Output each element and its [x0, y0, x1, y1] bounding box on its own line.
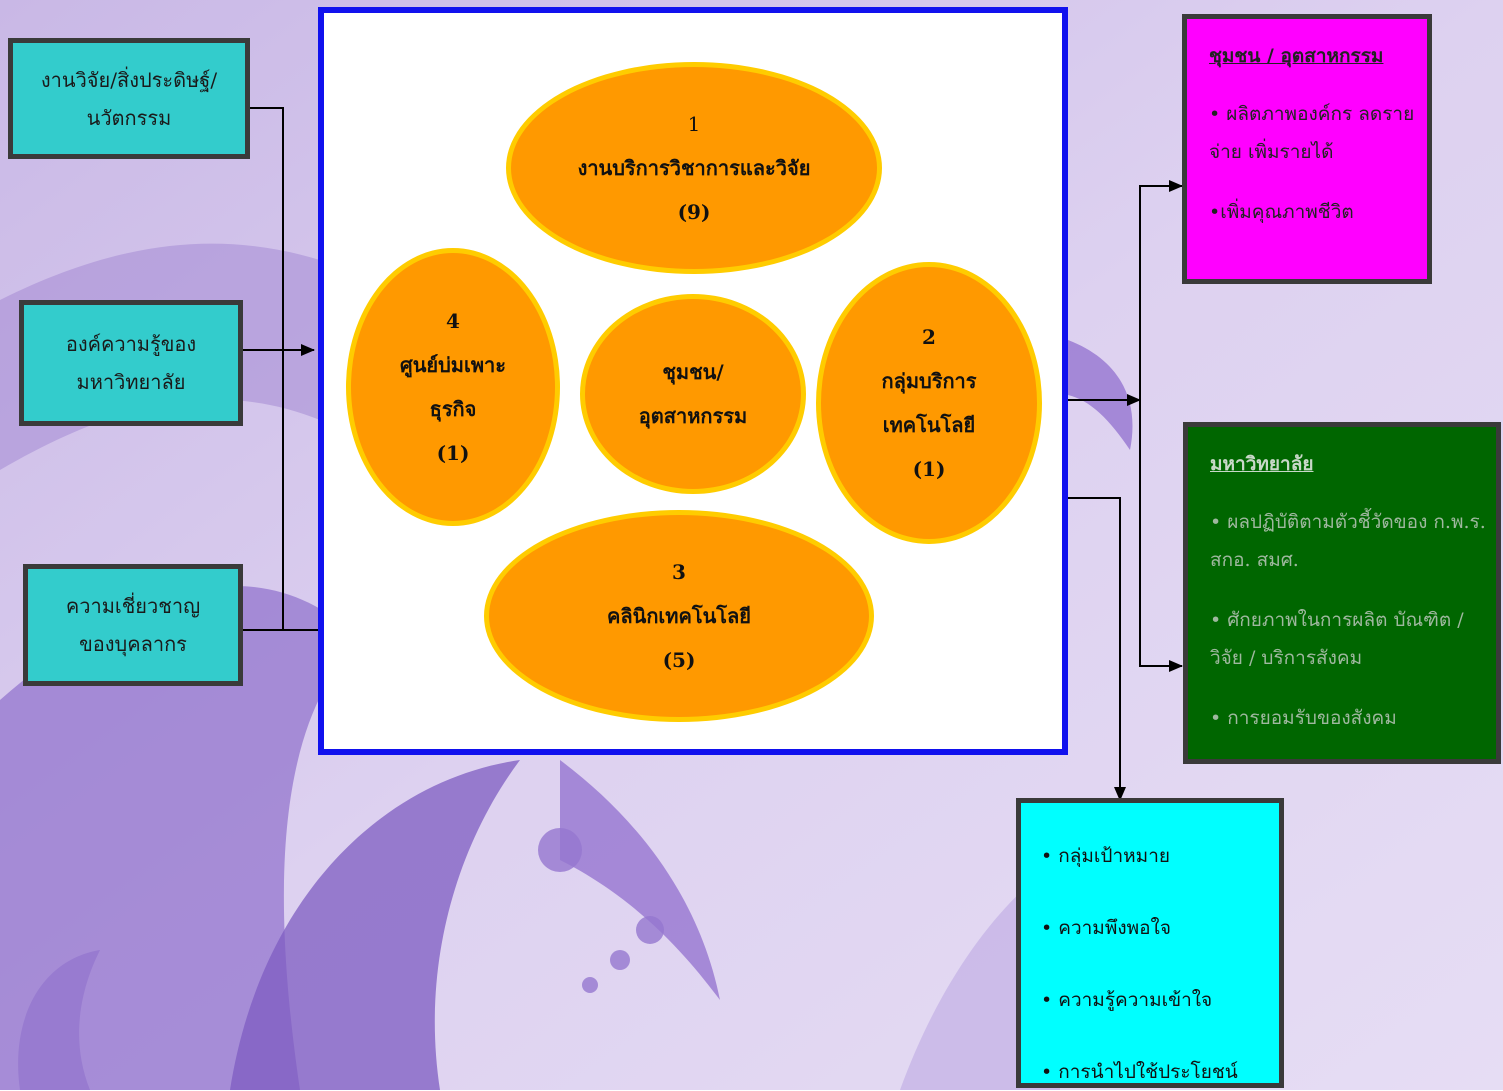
ellipse-middle-label1: ชุมชน/ [662, 360, 724, 384]
ellipse-bottom-number: 3 [672, 560, 686, 584]
ellipse-right-count: (1) [912, 457, 946, 481]
ellipse-right-label2: เทคโนโลยี [882, 413, 976, 437]
output-box-community: ชุมชน / อุตสาหกรรม • ผลิตภาพองค์กร ลดราย… [1182, 14, 1432, 284]
ellipse-middle-label2: อุตสาหกรรม [638, 404, 748, 428]
input-knowledge-line1: องค์ความรู้ของ [65, 332, 197, 356]
ellipse-bottom-label: คลินิกเทคโนโลยี [607, 604, 751, 628]
input-expertise-line2: ของบุคลากร [79, 632, 187, 656]
output-target-item: • กลุ่มเป้าหมาย [1041, 845, 1170, 867]
input-box-expertise: ความเชี่ยวชาญ ของบุคลากร [23, 564, 243, 686]
ellipse-left-count: (1) [436, 441, 470, 465]
ellipse-left-label2: ธุรกิจ [429, 397, 477, 421]
ellipse-academic-service: 1 งานบริการวิชาการและวิจัย (9) [506, 62, 882, 274]
ellipse-right-label1: กลุ่มบริการ [881, 369, 977, 393]
ellipse-left-label1: ศูนย์บ่มเพาะ [400, 353, 506, 377]
ellipse-community-industry: ชุมชน/ อุตสาหกรรม [580, 294, 806, 494]
output-box-university: มหาวิทยาลัย • ผลปฏิบัติตามตัวชี้วัดของ ก… [1183, 422, 1501, 764]
input-box-knowledge: องค์ความรู้ของ มหาวิทยาลัย [19, 300, 243, 426]
ellipse-technology-clinic: 3 คลินิกเทคโนโลยี (5) [484, 510, 874, 722]
output-community-item: • ผลิตภาพองค์กร ลดรายจ่าย เพิ่มรายได้ [1209, 103, 1415, 163]
output-box-target: • กลุ่มเป้าหมาย • ความพึงพอใจ • ความรู้ค… [1016, 798, 1284, 1088]
ellipse-top-number: 1 [687, 112, 701, 136]
output-target-item: • การนำไปใช้ประโยชน์ [1041, 1061, 1238, 1083]
output-community-item: •เพิ่มคุณภาพชีวิต [1209, 201, 1354, 223]
output-university-item: • การยอมรับของสังคม [1210, 707, 1397, 729]
output-target-item: • ความรู้ความเข้าใจ [1041, 989, 1213, 1011]
ellipse-right-number: 2 [922, 325, 936, 349]
ellipse-top-label: งานบริการวิชาการและวิจัย [577, 156, 811, 180]
ellipse-top-count: (9) [677, 200, 711, 224]
input-knowledge-line2: มหาวิทยาลัย [76, 370, 186, 394]
ellipse-left-number: 4 [446, 309, 460, 333]
output-community-heading: ชุมชน / อุตสาหกรรม [1209, 45, 1384, 67]
input-box-research: งานวิจัย/สิ่งประดิษฐ์/ นวัตกรรม [8, 38, 250, 159]
output-university-item: • ผลปฏิบัติตามตัวชี้วัดของ ก.พ.ร. สกอ. ส… [1210, 511, 1486, 571]
output-university-item: • ศักยภาพในการผลิต บัณฑิต / วิจัย / บริก… [1210, 609, 1464, 669]
output-target-item: • ความพึงพอใจ [1041, 917, 1171, 939]
input-research-line2: นวัตกรรม [86, 105, 172, 130]
output-university-heading: มหาวิทยาลัย [1210, 453, 1314, 475]
input-research-line1: งานวิจัย/สิ่งประดิษฐ์/ [40, 67, 218, 92]
input-expertise-line1: ความเชี่ยวชาญ [65, 594, 201, 618]
ellipse-technology-service: 2 กลุ่มบริการ เทคโนโลยี (1) [816, 262, 1042, 544]
ellipse-bottom-count: (5) [662, 648, 696, 672]
ellipse-business-incubator: 4 ศูนย์บ่มเพาะ ธุรกิจ (1) [346, 248, 560, 526]
